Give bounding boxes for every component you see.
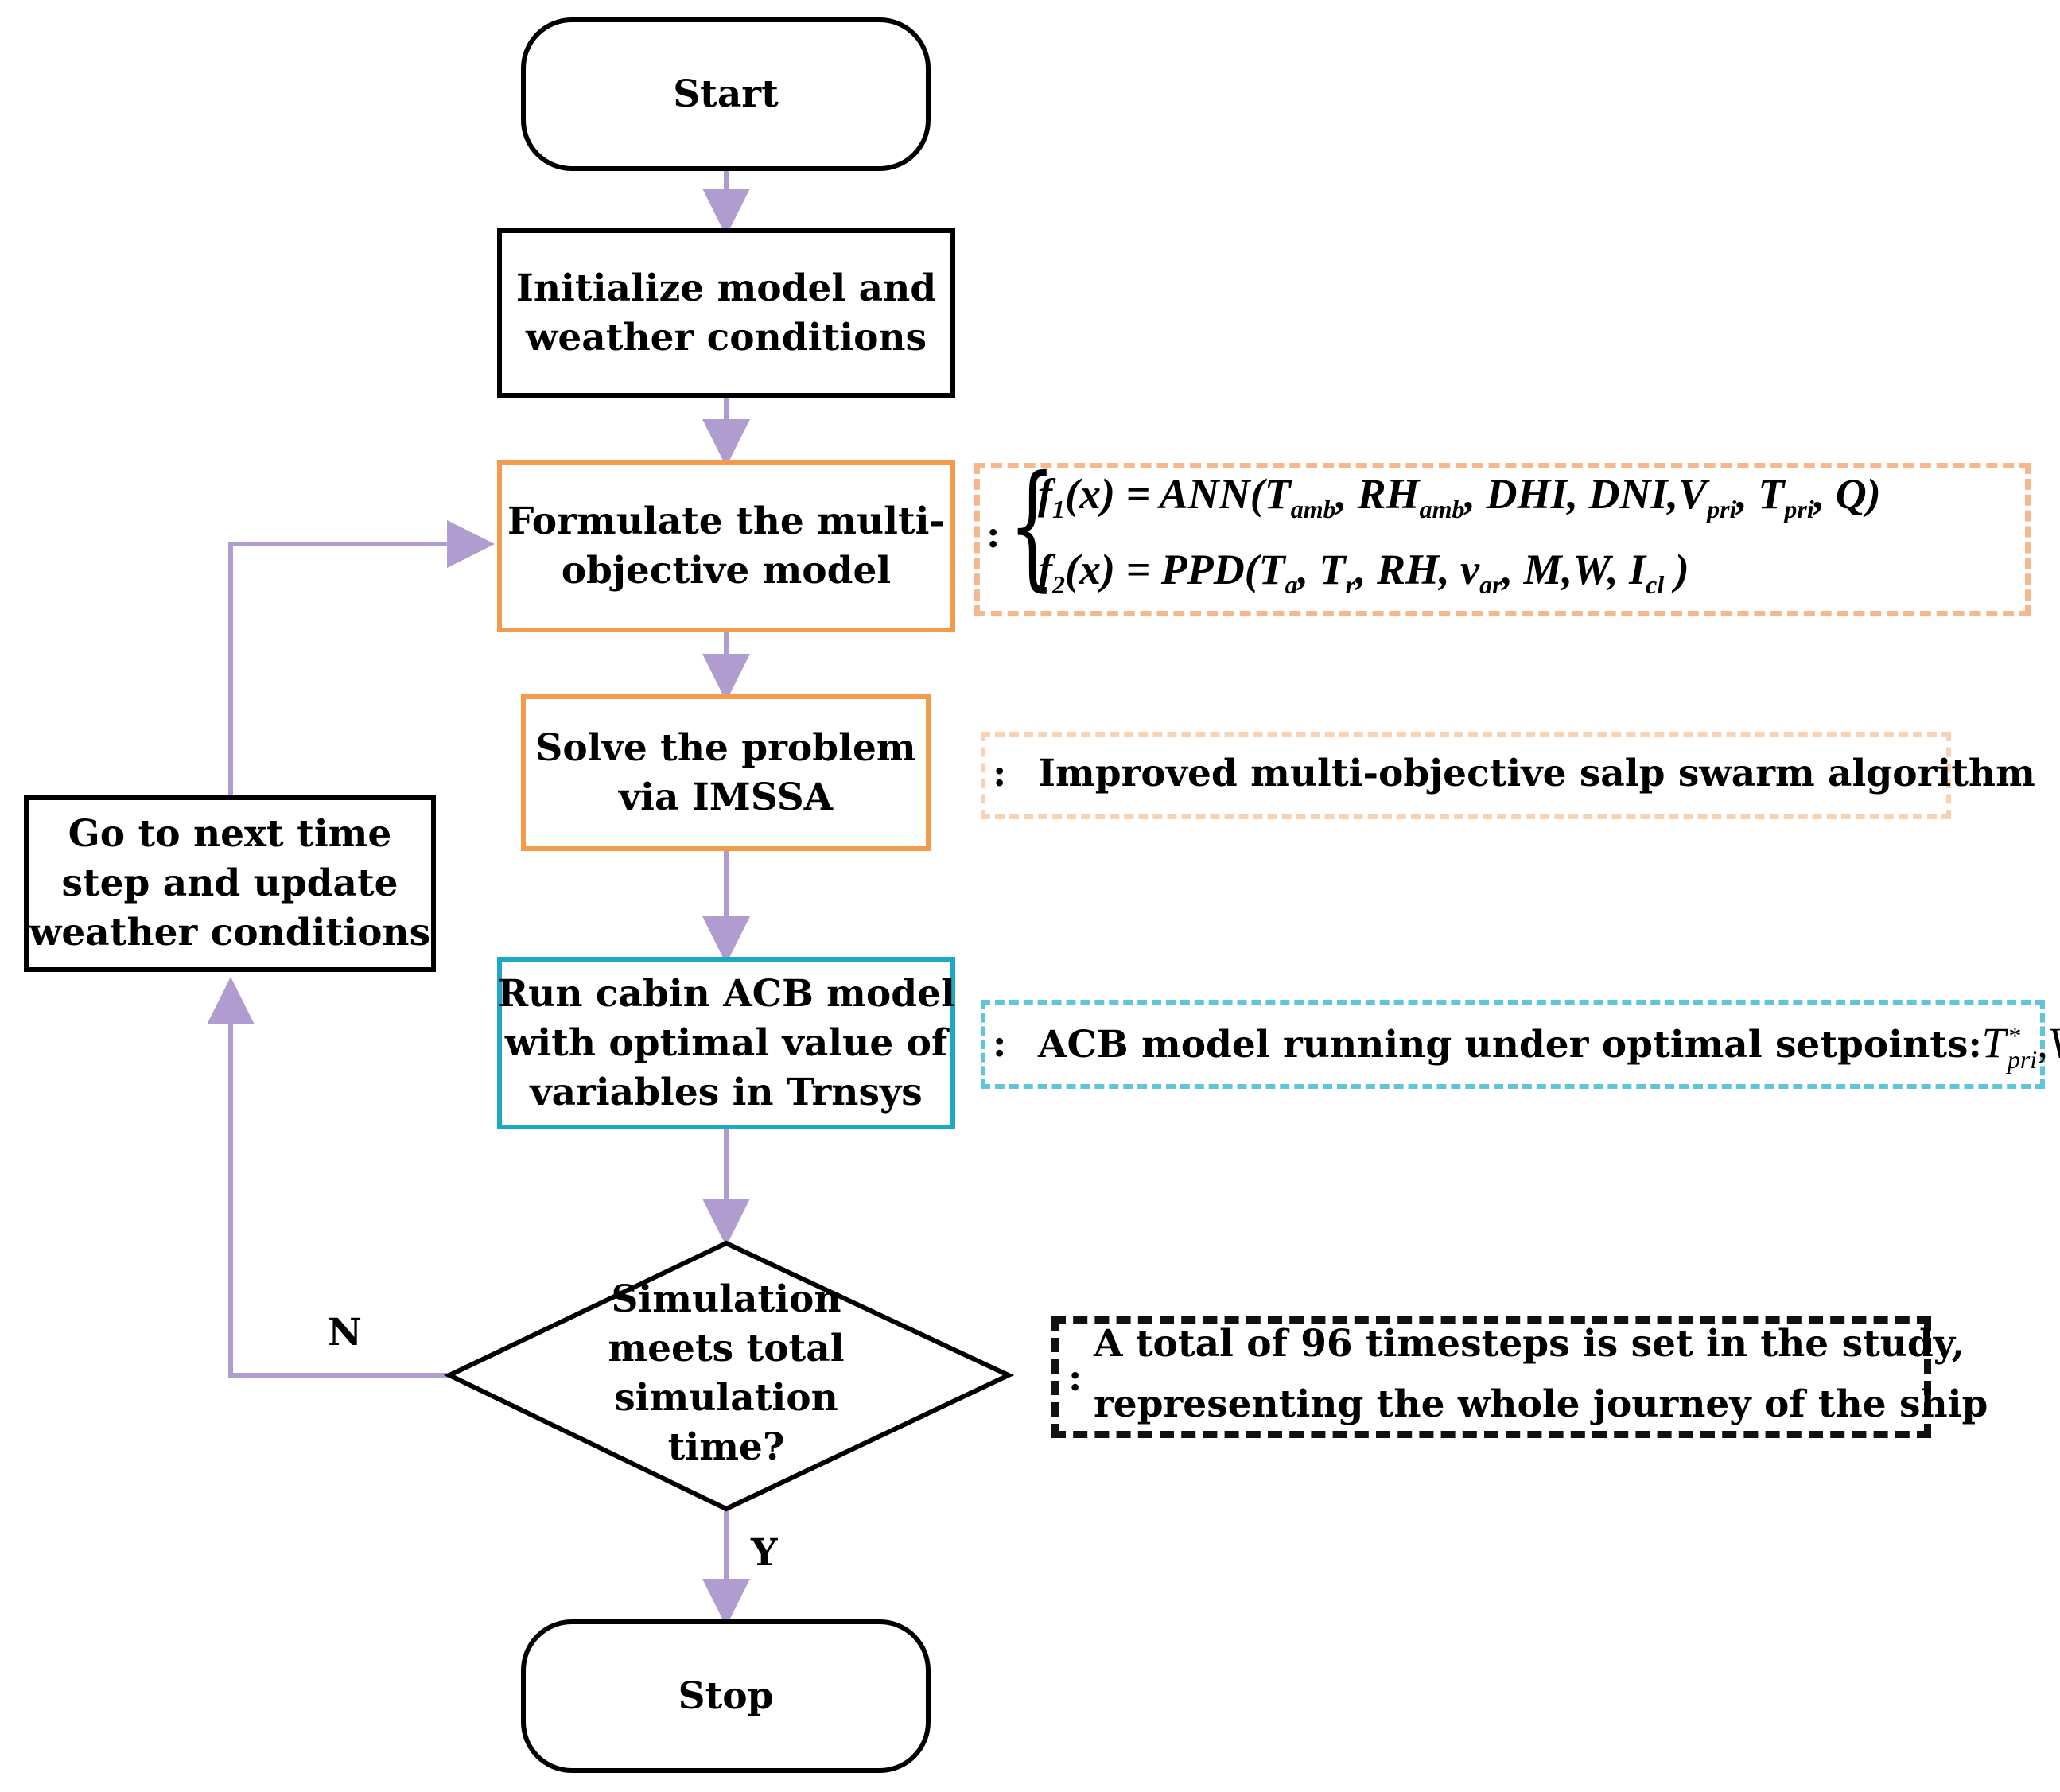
edge-label-yes: Y — [751, 1531, 778, 1575]
acb-note — [981, 1000, 2045, 1089]
arrow-decision-no-to-next — [207, 977, 449, 1378]
f1-sub-pri-1: pri — [1707, 494, 1737, 523]
start-terminal: Start — [521, 17, 931, 171]
f1-sub-amb-1: amb — [1290, 494, 1336, 523]
f2-rhs-part-1: (x) = PPD(T — [1064, 546, 1285, 593]
f2-sub-a: a — [1285, 569, 1298, 599]
t-sub-pri: pri — [2007, 1044, 2038, 1074]
f2-sub-r: r — [1345, 569, 1356, 599]
decision-text: Simulation meets total simulation time? — [567, 1275, 885, 1472]
v-pri-star-symbol: V*pri — [2048, 1019, 2060, 1067]
f2-rhs-part-2: , T — [1297, 546, 1346, 593]
v-symbol: V — [2048, 1019, 2060, 1067]
f2-sub-cl: cl — [1646, 569, 1665, 599]
timesteps-colon: : — [1068, 1356, 1082, 1400]
t-pri-star-symbol: T*pri — [1981, 1019, 2037, 1072]
stop-terminal: Stop — [521, 1619, 931, 1773]
f2-index: 2 — [1051, 569, 1065, 599]
next-line-2: step and update — [61, 861, 398, 905]
f1-index: 1 — [1051, 494, 1065, 523]
f2-rhs-part-3: , RH, v — [1355, 546, 1480, 593]
solve-line-2: via IMSSA — [618, 775, 834, 819]
run-line-2: with optimal value of — [504, 1020, 948, 1065]
acb-text: ACB model running under optimal setpoint… — [1038, 1018, 2060, 1072]
acb-text-label: ACB model running under optimal setpoint… — [1038, 1023, 1982, 1067]
solve-line-1: Solve the problem — [535, 725, 916, 770]
decision-diamond — [444, 1240, 1015, 1512]
f1-rhs-part-4: , T — [1736, 470, 1785, 518]
timesteps-line-1: A total of 96 timesteps is set in the st… — [1094, 1322, 1965, 1366]
timesteps-note — [1051, 1316, 1931, 1438]
decision-line-2: meets total — [608, 1327, 845, 1370]
f1-rhs-part-1: (x) = ANN(T — [1064, 470, 1291, 518]
algorithm-colon: : — [993, 752, 1007, 795]
f2-sub-ar: ar — [1479, 569, 1502, 599]
equations-colon: : — [986, 513, 1001, 557]
decision-line-1: Simulation — [611, 1277, 841, 1321]
stop-label: Stop — [678, 1673, 774, 1718]
t-star: * — [2007, 1020, 2020, 1050]
initialize-line-2: weather conditions — [525, 315, 927, 360]
run-line-1: Run cabin ACB model — [497, 971, 955, 1016]
formulate-line-2: objective model — [561, 548, 892, 593]
algorithm-note — [981, 732, 1951, 819]
f2-rhs-end: ) — [1664, 546, 1689, 593]
solve-step: Solve the problem via IMSSA — [521, 694, 931, 851]
next-line-1: Go to next time — [68, 812, 392, 856]
t-symbol: T — [1981, 1019, 2006, 1067]
f1-sub-amb-2: amb — [1419, 494, 1465, 523]
acb-colon: : — [993, 1022, 1007, 1066]
initialize-line-1: Initialize model and — [515, 266, 937, 310]
f1-rhs-end: , Q) — [1813, 470, 1881, 518]
f1-rhs-part-2: , RH — [1335, 470, 1420, 518]
f1-sub-pri-2: pri — [1784, 494, 1814, 523]
algorithm-text: Improved multi-objective salp swarm algo… — [1038, 752, 2035, 795]
f2-symbol: f — [1038, 546, 1052, 593]
objective-equations-note — [974, 463, 2031, 616]
f1-rhs-part-3: , DHI, DNI,V — [1464, 470, 1708, 518]
run-line-3: variables in Trnsys — [530, 1070, 923, 1114]
decision-line-3: simulation — [614, 1376, 838, 1420]
f2-rhs-part-4: , M,W, I — [1502, 546, 1646, 593]
initialize-step: Initialize model and weather conditions — [497, 228, 955, 398]
equations-brace: { — [1009, 447, 1056, 604]
equation-f2: f2(x) = PPD(Ta, Tr, RH, var, M,W, Icl ) — [1038, 545, 1689, 600]
start-label: Start — [673, 72, 779, 116]
formulate-line-1: Formulate the multi- — [507, 499, 946, 543]
edge-label-no: N — [328, 1311, 362, 1355]
next-timestep-step: Go to next time step and update weather … — [24, 795, 436, 972]
formulate-step: Formulate the multi- objective model — [497, 460, 955, 632]
timesteps-line-2: representing the whole journey of the sh… — [1094, 1382, 1988, 1426]
timesteps-text: A total of 96 timesteps is set in the st… — [1094, 1314, 1988, 1435]
equation-f1: f1(x) = ANN(Tamb, RHamb, DHI, DNI,Vpri, … — [1038, 469, 1881, 524]
setpoint-comma: , — [2037, 1019, 2048, 1067]
arrow-next-to-formulate — [228, 520, 495, 795]
decision-line-4: time? — [667, 1425, 785, 1469]
run-model-step: Run cabin ACB model with optimal value o… — [497, 957, 955, 1129]
f1-symbol: f — [1038, 470, 1052, 518]
next-line-3: weather conditions — [29, 911, 431, 954]
